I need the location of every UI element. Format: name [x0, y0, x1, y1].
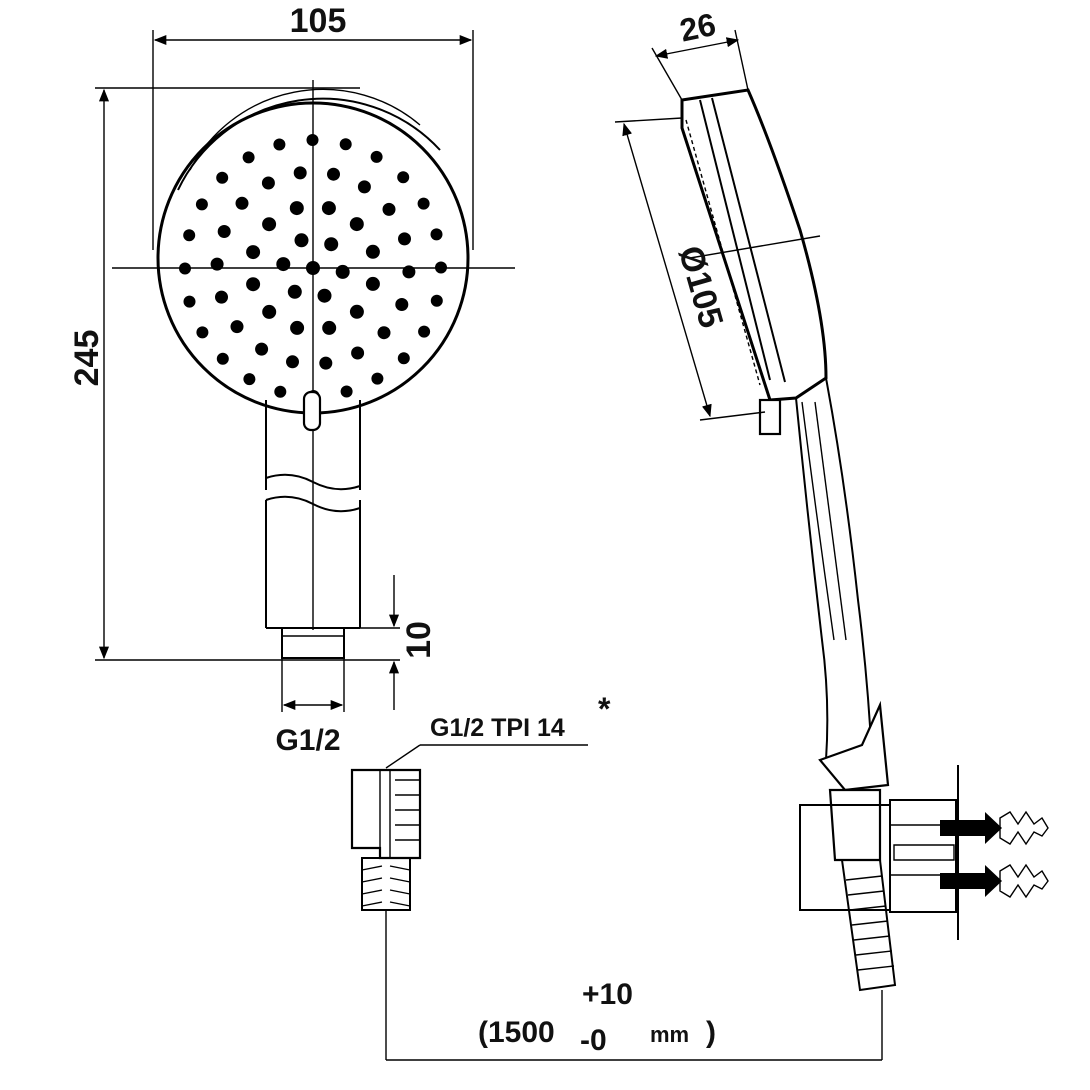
hose-length-close: ): [706, 1016, 716, 1049]
nozzle-dot: [349, 304, 364, 319]
nozzle-dot: [397, 352, 410, 365]
nozzle-dot: [216, 352, 229, 365]
nozzle-dot: [215, 290, 228, 304]
dimension-thread: G1/2: [275, 658, 345, 757]
nozzle-dot: [230, 320, 244, 334]
nozzle-dot: [287, 284, 302, 299]
nozzle-dot: [243, 373, 256, 386]
dimension-width-label: 105: [290, 2, 347, 40]
side-center-line: [689, 235, 821, 259]
nozzle-dot: [377, 326, 391, 340]
nozzle-dot: [235, 196, 249, 210]
nozzle-dot: [317, 288, 332, 303]
spray-face-rim-2: [189, 88, 421, 171]
hose-length-dimension: (1500 +10 -0 mm ): [385, 910, 883, 1061]
nozzle-dot: [216, 171, 229, 184]
dimension-thread-label: G1/2: [275, 724, 340, 757]
nozzle-dot: [327, 167, 340, 181]
nozzle-dot: [430, 294, 443, 307]
nozzle-dot: [417, 197, 430, 210]
nozzle-dot: [246, 277, 261, 292]
dimension-length: 245: [68, 87, 400, 661]
dimension-thread-length: 10: [350, 575, 438, 710]
dimension-thread-length-label: 10: [400, 621, 438, 659]
nozzle-dot: [370, 150, 383, 163]
nozzle-dot: [335, 264, 350, 279]
hose-connector-label: G1/2 TPI 14: [430, 714, 565, 742]
dimension-width: 105: [152, 2, 474, 250]
nozzle-dot: [286, 355, 299, 369]
nozzle-dot: [351, 346, 365, 360]
nozzle-dot: [246, 245, 261, 260]
nozzle-dot: [324, 237, 339, 252]
nozzle-dot: [294, 233, 309, 248]
nozzle-dot: [322, 320, 337, 335]
nozzle-dot: [395, 298, 409, 311]
nozzle-dot: [262, 304, 277, 319]
nozzle-dot: [349, 217, 364, 232]
nozzle-dot: [183, 229, 196, 242]
nozzle-dot: [242, 151, 255, 164]
spray-face-rim: [177, 97, 441, 191]
nozzle-dot: [273, 138, 286, 151]
nozzle-dot: [371, 372, 384, 385]
dimension-diameter-label: Ø105: [671, 242, 730, 332]
handle-side: [795, 377, 873, 761]
nozzle-dot: [365, 244, 380, 259]
side-view: 26 Ø105: [614, 6, 1049, 992]
nozzle-dot: [397, 171, 410, 184]
nozzle-dot: [398, 232, 411, 246]
dimension-depth: 26: [651, 6, 749, 101]
nozzle-dot: [430, 228, 443, 241]
dimension-depth-label: 26: [677, 6, 719, 49]
nozzle-dot: [289, 201, 304, 216]
nozzle-dot: [293, 166, 307, 180]
nozzle-dot: [340, 385, 353, 398]
nozzle-dot: [183, 295, 196, 308]
nozzle-dot: [357, 180, 371, 194]
hose-length-unit: mm: [650, 1022, 689, 1047]
nozzle-dot: [217, 225, 231, 238]
wall-holder: [799, 700, 1049, 940]
nozzle-dot: [321, 201, 336, 216]
hose-tolerance-minus: -0: [580, 1024, 607, 1057]
footnote-marker: *: [598, 691, 611, 727]
nozzle-dot: [274, 385, 287, 398]
hose-end-side: [840, 859, 897, 992]
nozzle-dot: [418, 325, 431, 338]
nozzle-dot: [365, 276, 380, 291]
dimension-length-label: 245: [68, 330, 106, 387]
nozzle-dot: [196, 326, 209, 339]
front-view: 105 245 10 G1/2: [68, 2, 515, 757]
nozzle-dot: [319, 356, 333, 370]
handle-front: [265, 390, 361, 659]
hose-connector: G1/2 TPI 14 *: [350, 691, 611, 911]
hose-tolerance-plus: +10: [582, 978, 633, 1011]
nozzle-dot: [261, 176, 275, 190]
hose-length-open: (1500: [478, 1016, 555, 1049]
nozzle-dot: [262, 217, 277, 232]
nozzle-dot: [382, 202, 396, 216]
nozzle-dot: [276, 257, 291, 272]
nozzle-dot: [255, 342, 269, 356]
nozzle-dot: [290, 320, 305, 335]
nozzle-dot: [195, 198, 208, 211]
nozzle-dot: [339, 138, 352, 151]
